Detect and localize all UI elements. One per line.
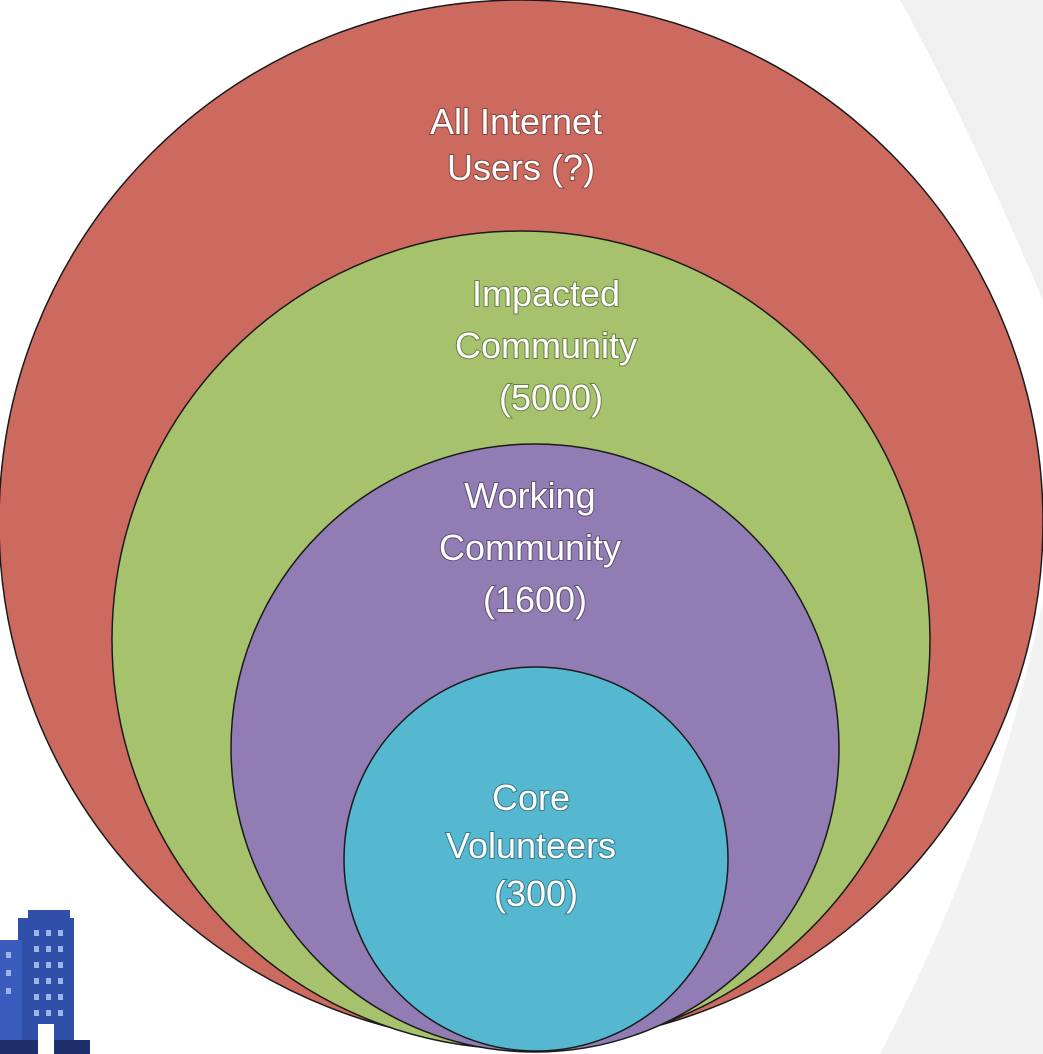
ring-label-line: Volunteers (446, 825, 616, 866)
ring-label-line: (300) (494, 873, 578, 914)
ring-label-line: Core (492, 777, 570, 818)
logo-arch (38, 1024, 54, 1054)
logo-tower-top (28, 910, 70, 922)
ring-label-line: (5000) (499, 377, 603, 418)
ring-label-all-internet-users: All Internet Users (?) (430, 101, 612, 188)
ring-label-impacted-community: Impacted Community (5000) (455, 273, 647, 418)
background-watermark (880, 0, 1043, 1054)
ring-label-line: Users (?) (447, 147, 595, 188)
watermark-arc-bottom (880, 600, 1043, 1054)
ring-label-working-community: Working Community (1600) (439, 475, 631, 620)
ring-label-line: (1600) (483, 579, 587, 620)
watermark-arc-top (900, 0, 1043, 300)
ring-label-line: All Internet (430, 101, 602, 142)
logo-windows (6, 930, 63, 1016)
ring-label-line: Impacted (472, 273, 620, 314)
ring-core-volunteers: Core Volunteers (300) (343, 666, 729, 1052)
ring-label-line: Working (464, 475, 595, 516)
building-logo-icon (0, 910, 90, 1054)
ring-circle-core-volunteers (343, 666, 729, 1052)
ring-label-line: Community (439, 527, 621, 568)
ring-label-line: Community (455, 325, 637, 366)
ring-label-core-volunteers: Core Volunteers (300) (446, 777, 626, 914)
logo-wing (0, 940, 22, 1054)
